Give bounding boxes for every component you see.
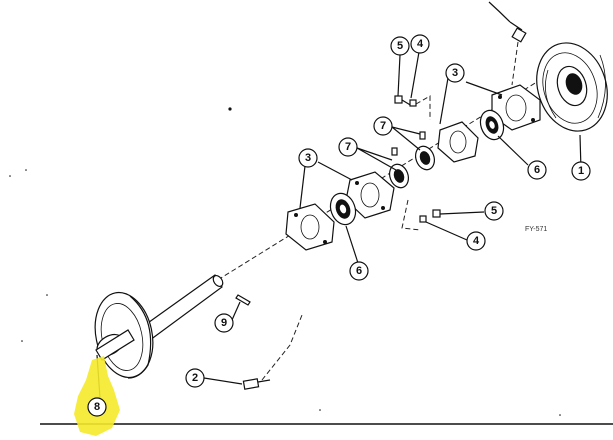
callout-5-lower: 5 <box>484 201 504 221</box>
pulley-right <box>536 42 608 132</box>
svg-text:8: 8 <box>94 401 100 413</box>
callout-4-upper: 4 <box>410 34 430 54</box>
callout-2: 2 <box>185 368 205 388</box>
svg-text:1: 1 <box>578 165 584 177</box>
callout-7-lower: 7 <box>338 137 358 157</box>
bolt-bottom <box>242 314 303 390</box>
pulley-left <box>94 291 154 379</box>
svg-text:7: 7 <box>380 120 386 132</box>
svg-text:4: 4 <box>473 235 480 247</box>
callout-9: 9 <box>214 313 234 333</box>
shaft-key <box>235 294 251 306</box>
scan-specks <box>9 107 561 416</box>
flange-lower-right <box>345 171 395 219</box>
bearing-lower <box>329 192 357 226</box>
svg-text:5: 5 <box>397 40 403 52</box>
callout-3-upper: 3 <box>445 63 465 83</box>
callout-6-upper: 6 <box>527 160 547 180</box>
svg-text:6: 6 <box>534 164 540 176</box>
highlight-callout-8 <box>74 356 120 436</box>
set-screws <box>391 131 426 156</box>
svg-text:2: 2 <box>192 372 198 384</box>
figure-code: FY-571 <box>525 226 547 233</box>
callout-1: 1 <box>571 161 591 181</box>
svg-text:3: 3 <box>452 67 458 79</box>
callout-4-lower: 4 <box>466 231 486 251</box>
svg-text:3: 3 <box>305 152 311 164</box>
callout-8: 8 <box>87 397 107 417</box>
svg-text:9: 9 <box>221 317 227 329</box>
callout-3-lower: 3 <box>298 148 318 168</box>
collar-pair <box>388 145 436 189</box>
svg-text:6: 6 <box>356 265 362 277</box>
flange-lower-left <box>285 203 335 251</box>
bolt-nut-upper <box>394 95 431 120</box>
callout-5-upper: 5 <box>390 36 410 56</box>
bolt-top <box>488 1 527 86</box>
bearing-upper <box>479 109 505 141</box>
callout-6-lower: 6 <box>349 261 369 281</box>
svg-text:4: 4 <box>417 38 424 50</box>
svg-text:5: 5 <box>491 205 497 217</box>
svg-text:7: 7 <box>345 141 351 153</box>
callout-7-upper: 7 <box>373 116 393 136</box>
flange-upper-inner <box>437 121 479 163</box>
